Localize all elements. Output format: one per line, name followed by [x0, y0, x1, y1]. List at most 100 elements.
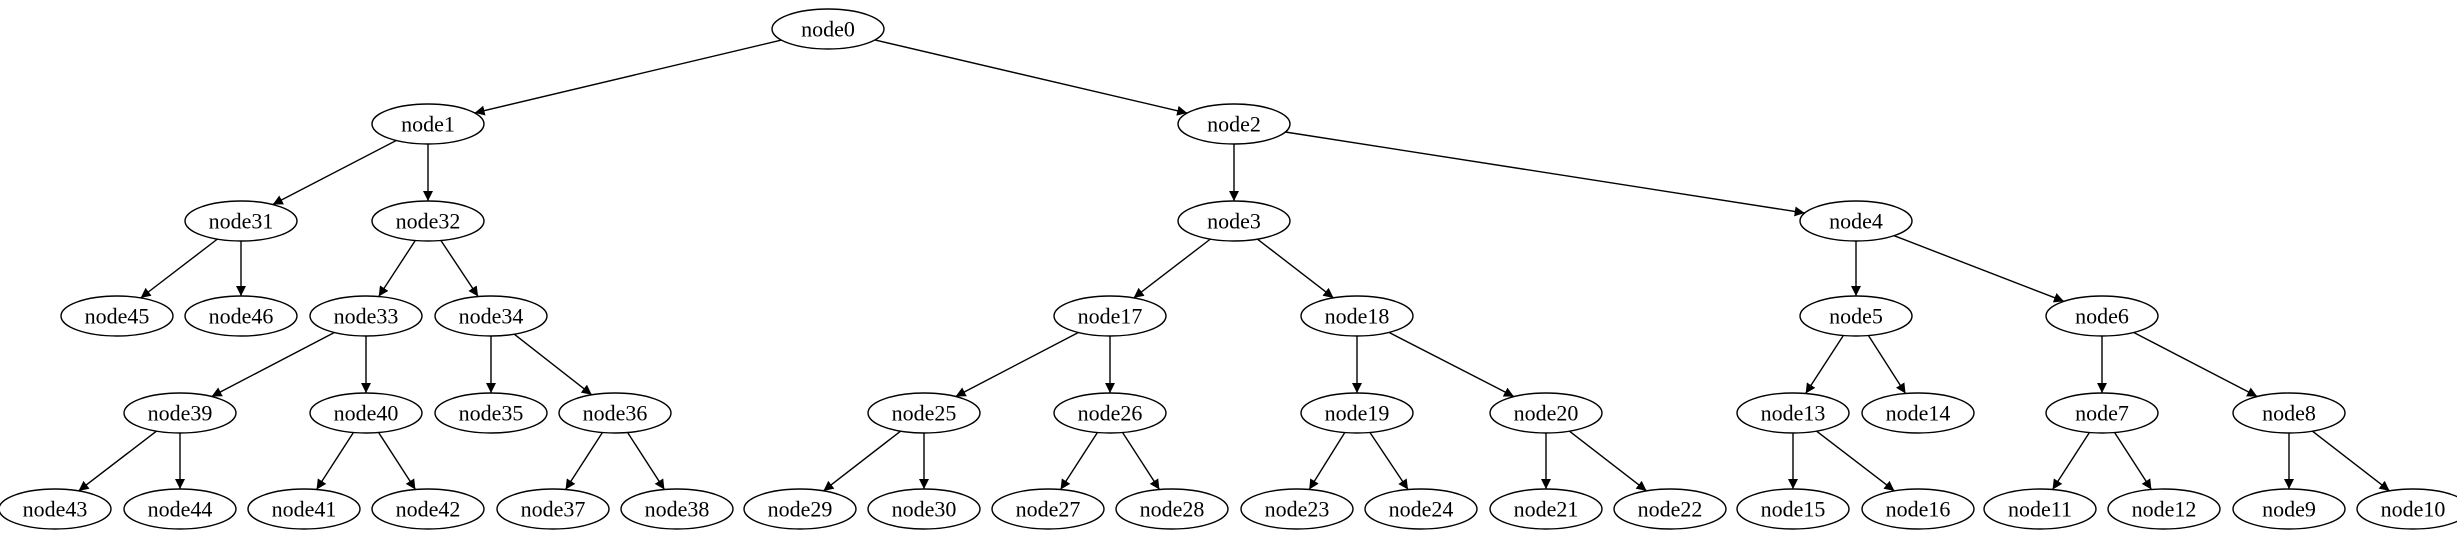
edge-node3-to-node18	[1257, 238, 1334, 299]
node-node17: node17	[1053, 295, 1167, 337]
edge-node20-to-node22	[1569, 430, 1647, 492]
node-node14: node14	[1861, 392, 1975, 434]
node-ellipse	[1177, 200, 1291, 242]
node-label: node6	[2075, 304, 2129, 329]
node-label: node7	[2075, 401, 2129, 426]
node-node1: node1	[371, 103, 485, 145]
node-label: node16	[1886, 497, 1951, 522]
node-label: node12	[2132, 497, 2197, 522]
node-label: node29	[768, 497, 833, 522]
node-label: node23	[1265, 497, 1330, 522]
edge-node32-to-node34	[440, 240, 479, 297]
edge-node2-to-node4	[1285, 131, 1805, 217]
node-ellipse	[123, 488, 237, 530]
node-label: node13	[1761, 401, 1826, 426]
node-node46: node46	[184, 295, 298, 337]
node-ellipse	[0, 488, 112, 530]
edge-node7-to-node11	[2051, 432, 2091, 490]
node-node39: node39	[123, 392, 237, 434]
node-ellipse	[1799, 295, 1913, 337]
node-label: node38	[645, 497, 710, 522]
node-label: node17	[1078, 304, 1143, 329]
node-label: node10	[2381, 497, 2446, 522]
node-ellipse	[2232, 488, 2346, 530]
node-label: node4	[1829, 209, 1883, 234]
node-ellipse	[2356, 488, 2457, 530]
node-ellipse	[371, 200, 485, 242]
node-label: node24	[1389, 497, 1454, 522]
node-ellipse	[60, 295, 174, 337]
node-ellipse	[2045, 392, 2159, 434]
node-node37: node37	[496, 488, 610, 530]
edge-node25-to-node29	[823, 430, 901, 492]
edge-node17-to-node25	[955, 331, 1079, 398]
node-label: node36	[583, 401, 648, 426]
node-label: node46	[209, 304, 274, 329]
edge-node26-to-node28	[1121, 432, 1161, 490]
node-node9: node9	[2232, 488, 2346, 530]
node-ellipse	[247, 488, 361, 530]
node-label: node20	[1514, 401, 1579, 426]
node-node24: node24	[1364, 488, 1478, 530]
edge-node3-to-node17	[1133, 238, 1211, 299]
node-label: node19	[1325, 401, 1390, 426]
node-ellipse	[184, 295, 298, 337]
edge-node33-to-node39	[211, 331, 335, 398]
node-ellipse	[771, 8, 885, 50]
node-ellipse	[1240, 488, 1354, 530]
node-ellipse	[867, 488, 981, 530]
edge-node19-to-node23	[1308, 432, 1346, 490]
node-node2: node2	[1177, 103, 1291, 145]
edge-node39-to-node43	[78, 430, 157, 492]
edge-node34-to-node36	[513, 333, 593, 396]
node-node8: node8	[2232, 392, 2346, 434]
node-node21: node21	[1489, 488, 1603, 530]
node-ellipse	[496, 488, 610, 530]
node-ellipse	[1053, 392, 1167, 434]
node-label: node8	[2262, 401, 2316, 426]
edge-node19-to-node24	[1369, 432, 1409, 490]
edge-node31-to-node45	[140, 238, 218, 299]
edge-node6-to-node8	[2133, 331, 2258, 398]
node-node43: node43	[0, 488, 112, 530]
edge-node40-to-node41	[315, 432, 355, 490]
node-ellipse	[371, 488, 485, 530]
node-ellipse	[434, 392, 548, 434]
node-label: node18	[1325, 304, 1390, 329]
node-node40: node40	[309, 392, 423, 434]
node-ellipse	[1053, 295, 1167, 337]
node-ellipse	[2232, 392, 2346, 434]
edge-node0-to-node1	[474, 39, 782, 116]
node-node13: node13	[1736, 392, 1850, 434]
node-ellipse	[1489, 392, 1603, 434]
node-ellipse	[434, 295, 548, 337]
edge-node18-to-node20	[1388, 331, 1515, 398]
node-ellipse	[1177, 103, 1291, 145]
node-ellipse	[2107, 488, 2221, 530]
node-label: node44	[148, 497, 213, 522]
node-node22: node22	[1613, 488, 1727, 530]
edge-node36-to-node37	[564, 432, 604, 490]
node-ellipse	[309, 392, 423, 434]
node-label: node34	[459, 304, 524, 329]
node-ellipse	[1983, 488, 2097, 530]
node-node41: node41	[247, 488, 361, 530]
node-ellipse	[2045, 295, 2159, 337]
node-node36: node36	[558, 392, 672, 434]
node-ellipse	[1736, 488, 1850, 530]
node-ellipse	[1613, 488, 1727, 530]
node-label: node2	[1207, 112, 1261, 137]
node-node35: node35	[434, 392, 548, 434]
node-node5: node5	[1799, 295, 1913, 337]
node-ellipse	[123, 392, 237, 434]
edge-node8-to-node10	[2312, 430, 2390, 492]
node-label: node32	[396, 209, 461, 234]
node-node10: node10	[2356, 488, 2457, 530]
edges	[78, 39, 2390, 492]
node-label: node37	[521, 497, 586, 522]
node-node26: node26	[1053, 392, 1167, 434]
node-node7: node7	[2045, 392, 2159, 434]
node-node27: node27	[991, 488, 1105, 530]
node-label: node22	[1638, 497, 1703, 522]
node-ellipse	[371, 103, 485, 145]
